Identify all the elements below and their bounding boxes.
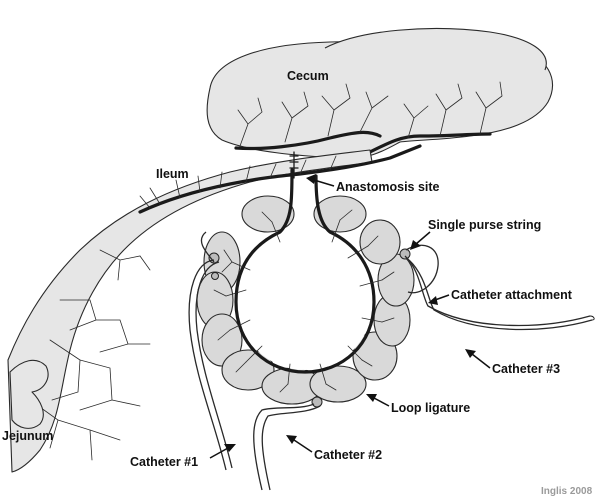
isolated-loop-drawing	[196, 168, 415, 408]
leader-arrows	[209, 174, 491, 459]
label-catheter-attachment: Catheter attachment	[451, 288, 573, 302]
cecum-drawing	[206, 27, 553, 159]
label-catheter-1: Catheter #1	[130, 455, 198, 469]
label-jejunum: Jejunum	[2, 429, 53, 443]
catheters	[188, 231, 595, 491]
label-single-purse-string: Single purse string	[428, 218, 541, 232]
label-ileum: Ileum	[156, 167, 189, 181]
artist-credit: Inglis 2008	[541, 486, 593, 497]
label-catheter-3: Catheter #3	[492, 362, 560, 376]
ileum-jejunum-drawing	[7, 144, 422, 473]
label-cecum: Cecum	[287, 69, 329, 83]
label-loop-ligature: Loop ligature	[391, 401, 470, 415]
label-catheter-2: Catheter #2	[314, 448, 382, 462]
anastomosis-sutures	[289, 151, 299, 179]
label-anastomosis-site: Anastomosis site	[336, 180, 440, 194]
